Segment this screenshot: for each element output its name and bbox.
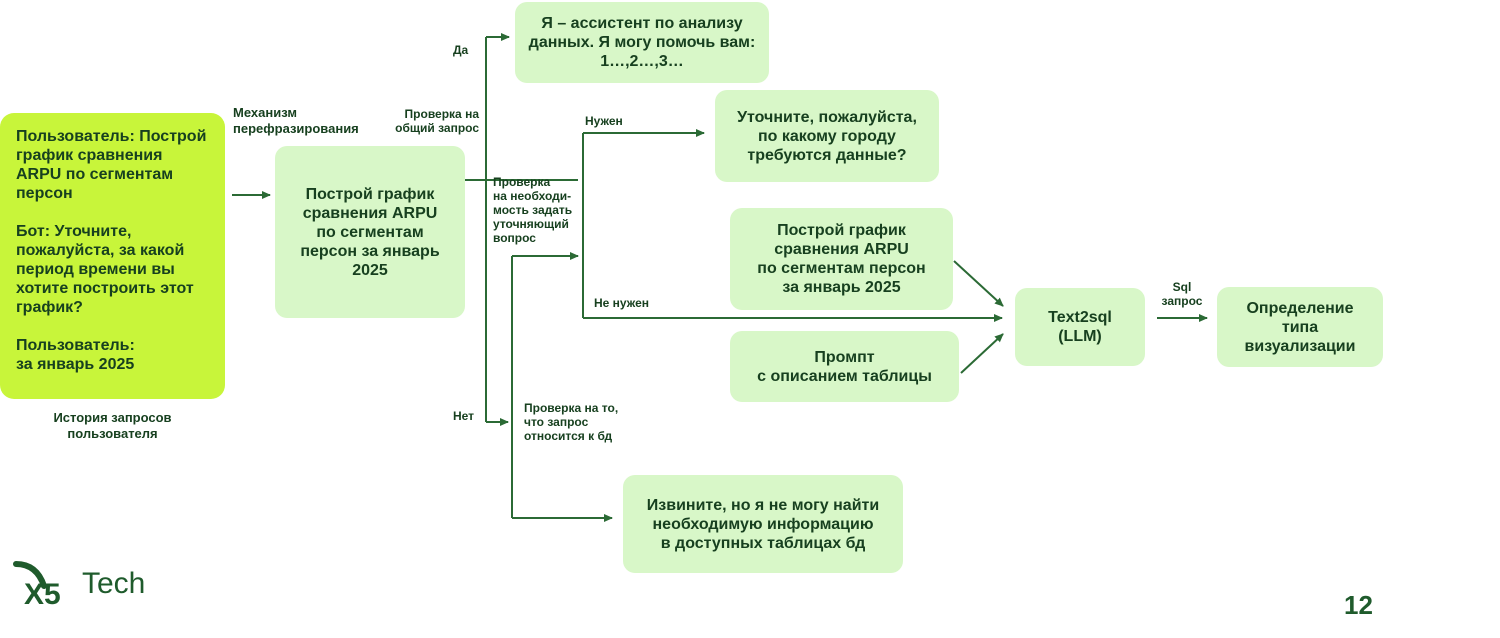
label-yes: Да [453, 43, 469, 57]
x5-logo-icon: X5 [13, 561, 61, 608]
node-assistant-greeting: Я – ассистент по анализу данных. Я могу … [515, 2, 769, 83]
node-visualization-type: Определение типа визуализации [1217, 287, 1383, 367]
node-text2sql: Text2sql (LLM) [1015, 288, 1145, 366]
history-bot-message: Бот: Уточните, пожалуйста, за какой пери… [16, 223, 194, 316]
label-no: Нет [453, 409, 475, 423]
history-user-message-2: Пользователь: за январь 2025 [16, 337, 135, 373]
node-prompt: Промпт с описанием таблицы [730, 331, 959, 402]
node-query: Построй график сравнения ARPU по сегмент… [730, 208, 953, 310]
history-panel: Пользователь: Построй график сравнения A… [0, 113, 225, 399]
edge-query-to-text2sql [953, 260, 1004, 307]
node-clarify-question: Уточните, пожалуйста, по какому городу т… [715, 90, 939, 182]
logo-text: Tech [82, 567, 146, 600]
label-rephrase: Механизм перефразирования [233, 105, 359, 136]
history-user-message-1: Пользователь: Построй график сравнения A… [16, 128, 207, 202]
logo-mark-text: X5 [24, 578, 61, 608]
label-needed: Нужен [585, 114, 623, 128]
label-check-general: Проверка на общий запрос [395, 107, 479, 135]
x5-tech-logo: X5 Tech [12, 560, 145, 608]
history-caption: История запросов пользователя [53, 410, 172, 441]
label-sql-query: Sql запрос [1161, 280, 1203, 308]
page-number: 12 [1344, 590, 1373, 620]
node-sorry-not-found: Извините, но я не могу найти необходимую… [623, 475, 903, 573]
label-check-db: Проверка на то, что запрос относится к б… [524, 401, 619, 443]
edge-prompt-to-text2sql [960, 333, 1004, 374]
node-rephrased-query: Построй график сравнения ARPU по сегмент… [275, 146, 465, 318]
label-not-needed: Не нужен [594, 296, 650, 310]
label-check-clarify: Проверка на необходи- мость задать уточн… [493, 175, 573, 245]
